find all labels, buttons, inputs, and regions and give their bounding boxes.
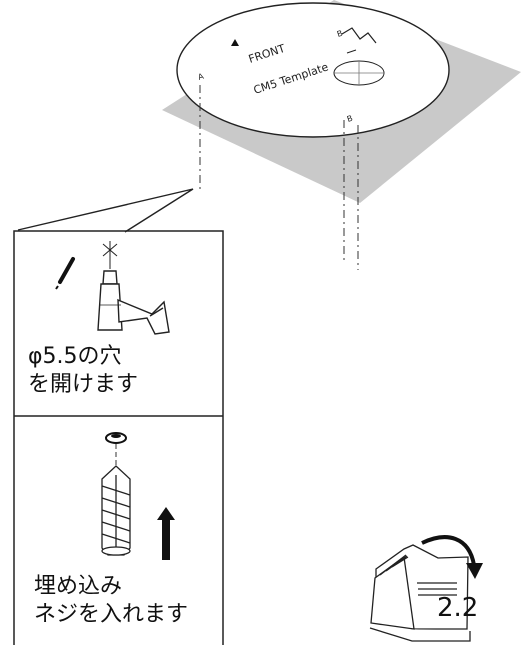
svg-text:B: B <box>346 114 354 124</box>
callout-lines <box>17 188 194 233</box>
projection-lines <box>199 85 359 270</box>
drill-instruction-text: φ5.5の穴 を開けます <box>28 344 139 397</box>
wall-anchor-icon <box>101 465 131 556</box>
washer-icon <box>105 432 127 470</box>
callout-box <box>13 230 224 645</box>
svg-text:A: A <box>197 71 205 81</box>
pencil-icon <box>55 257 75 290</box>
mounting-template: A B B FRONT CM5 Template <box>176 2 450 138</box>
up-arrow-icon <box>157 507 175 560</box>
page-turn-arrow-icon <box>421 535 483 579</box>
anchor-instruction-text: 埋め込み ネジを入れます <box>34 574 189 627</box>
svg-text:B: B <box>336 29 344 39</box>
page-reference-number: 2.2 <box>437 593 479 623</box>
drill-icon <box>97 241 170 335</box>
front-arrow-icon <box>231 39 239 46</box>
book-icon <box>369 544 471 642</box>
